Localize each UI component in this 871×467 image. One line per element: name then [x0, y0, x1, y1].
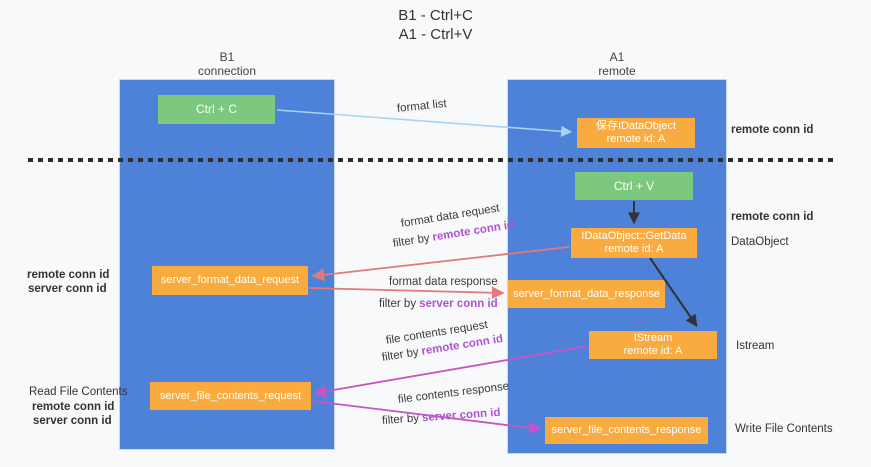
title-line-1: B1 - Ctrl+C	[398, 7, 473, 24]
left-column-subtitle: connection	[197, 64, 257, 78]
right-label-remote-conn-id-mid: remote conn id	[731, 211, 814, 223]
left-label-remote-conn-id-bottom: remote conn id	[32, 401, 115, 413]
node-save-idataobject-line1: 保存IDataObject	[595, 120, 677, 132]
node-ctrl-c-label: Ctrl + C	[195, 102, 237, 116]
node-istream-line1: IStream	[633, 332, 673, 344]
node-istream: IStream remote id: A	[589, 331, 717, 359]
right-column-title: A1	[609, 50, 625, 64]
arrow-format-data-response	[308, 286, 505, 300]
title-line-2: A1 - Ctrl+V	[398, 26, 473, 43]
filter-by-text: filter by	[379, 298, 417, 310]
node-ctrl-v-label: Ctrl + V	[613, 178, 655, 193]
edge-label-format-list: format list	[396, 97, 448, 115]
node-istream-line2: remote id: A	[623, 345, 683, 357]
node-server-file-contents-request: server_file_contents_request	[150, 382, 311, 410]
machine-boundary-dashed-line	[28, 158, 836, 162]
right-column-header: A1 remote	[507, 50, 727, 78]
node-server-format-data-response: server_format_data_response	[508, 280, 665, 308]
node-save-idataobject: 保存IDataObject remote id: A	[577, 118, 695, 148]
server-conn-id-text: server conn id	[421, 406, 501, 425]
right-label-write-file-contents: Write File Contents	[735, 423, 833, 435]
left-label-server-conn-id-mid: server conn id	[28, 283, 107, 295]
node-ctrl-v: Ctrl + V	[575, 172, 693, 200]
node-ctrl-c: Ctrl + C	[158, 95, 275, 124]
node-server-format-data-request: server_format_data_request	[152, 266, 308, 295]
node-idataobject-getdata: IDataObject::GetData remote id: A	[571, 228, 697, 258]
node-server-file-contents-response-label: server_file_contents_response	[551, 424, 702, 436]
right-label-dataobject: DataObject	[731, 236, 789, 248]
left-column-title: B1	[219, 50, 235, 64]
node-server-format-data-response-label: server_format_data_response	[513, 287, 660, 300]
left-label-read-file-contents: Read File Contents	[29, 386, 128, 398]
filter-by-text: filter by	[392, 232, 431, 250]
right-label-istream: Istream	[736, 340, 775, 352]
node-server-format-data-request-label: server_format_data_request	[160, 274, 300, 286]
left-label-server-conn-id-bottom: server conn id	[33, 415, 112, 427]
left-label-remote-conn-id-mid: remote conn id	[27, 269, 110, 281]
filter-by-text: filter by	[381, 412, 420, 427]
right-label-remote-conn-id-top: remote conn id	[731, 124, 814, 136]
node-idataobject-getdata-line1: IDataObject::GetData	[581, 230, 687, 242]
diagram-title: B1 - Ctrl+C A1 - Ctrl+V	[0, 6, 871, 44]
right-column-subtitle: remote	[598, 64, 636, 78]
node-server-file-contents-response: server_file_contents_response	[545, 417, 708, 444]
filter-by-text: filter by	[381, 346, 420, 364]
server-conn-id-text: server conn id	[419, 298, 498, 310]
node-save-idataobject-line2: remote id: A	[606, 133, 666, 145]
left-column-header: B1 connection	[119, 50, 335, 78]
edge-label-format-data-response: format data response	[389, 276, 498, 288]
node-idataobject-getdata-line2: remote id: A	[604, 243, 664, 255]
edge-label-file-contents-response: file contents response	[397, 380, 510, 406]
node-server-file-contents-request-label: server_file_contents_request	[159, 389, 302, 402]
